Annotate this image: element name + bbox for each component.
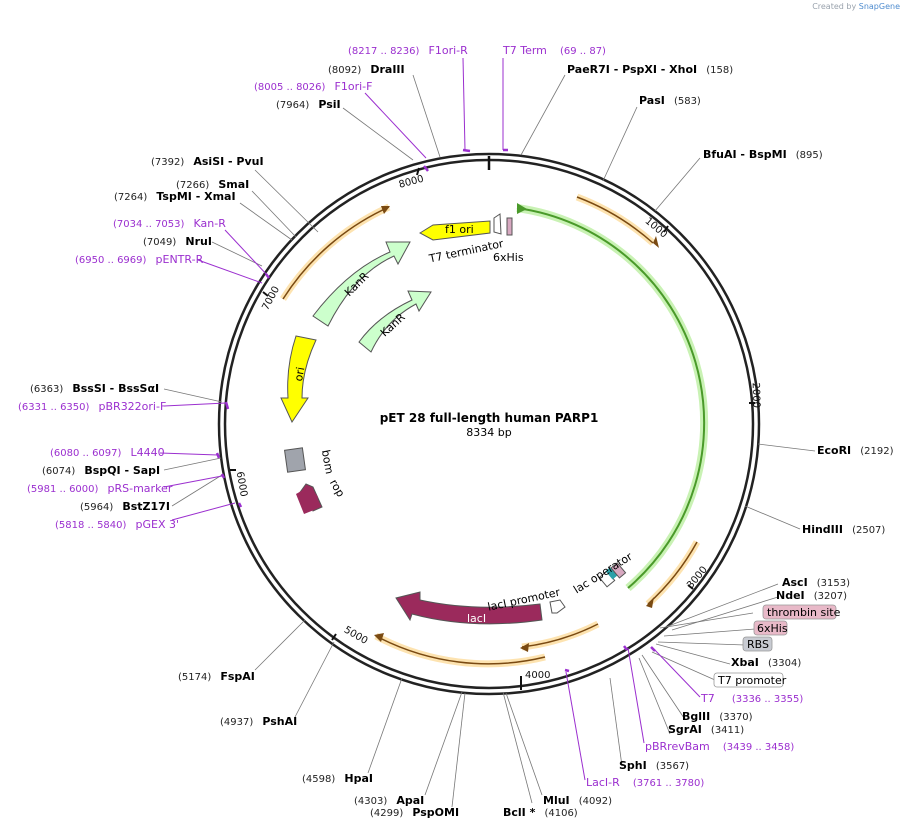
site-label: BfuAI - BspMI (895) [703, 143, 823, 162]
site-label: (7266) SmaI [176, 173, 249, 192]
feature-label: f1 ori [445, 223, 474, 236]
site-label: (4299) PspOMI [370, 801, 459, 820]
plasmid-length: 8334 bp [466, 426, 511, 439]
site-label: (7392) AsiSI - PvuI [151, 150, 264, 169]
boxed-labels: thrombin site 6xHis RBS T7 promoter [713, 604, 841, 688]
primer-label: (6080 .. 6097) L4440 [50, 441, 165, 460]
insert-arrowhead [517, 203, 527, 214]
backbone-outer [217, 152, 761, 696]
site-label: PaeR7I - PspXI - XhoI (158) [567, 58, 733, 77]
site-label: NdeI (3207) [776, 584, 847, 603]
tick-label: 4000 [525, 670, 550, 681]
site-label: AscI (3153) [782, 571, 850, 590]
tick-label: 2000 [750, 382, 762, 408]
primer-label: (6331 .. 6350) pBR322ori-F [18, 395, 166, 414]
site-label: (4937) PshAI [220, 710, 297, 729]
site-label: SphI (3567) [619, 754, 689, 773]
tick-label: 6000 [234, 471, 249, 498]
site-label: (6074) BspQI - SapI [42, 459, 160, 478]
feature-6xhis-top: 6xHis [493, 217, 524, 264]
site-label: BclI * (4106) [503, 801, 578, 820]
site-label: HindIII (2507) [802, 518, 885, 537]
site-label: (5174) FspAI [178, 665, 255, 684]
site-label: BglII (3370) [682, 705, 753, 724]
primer-ticks [215, 148, 656, 673]
feature-ori: ori [280, 335, 317, 424]
site-label: (4598) HpaI [302, 767, 373, 786]
feature-lac-operator: lac operator [571, 550, 635, 597]
feature-label: KanR [342, 270, 372, 300]
primer-label: (8005 .. 8026) F1ori-F [254, 75, 372, 94]
feature-bom: bom [283, 447, 336, 475]
plasmid-name: pET 28 full-length human PARP1 [380, 411, 599, 425]
feature-label: ori [292, 366, 307, 382]
box-6xhis [753, 620, 788, 636]
site-label: SgrAI (3411) [668, 718, 744, 737]
site-label: (7964) PsiI [276, 93, 341, 112]
tick-label: 8000 [398, 174, 425, 191]
site-labels-right: MluI (4092) SphI (3567) SgrAI (3411) Bgl… [543, 58, 894, 808]
primer-label: (6950 .. 6969) pENTR-R [75, 248, 204, 267]
box-label: thrombin site [767, 606, 841, 619]
feature-label: 6xHis [493, 251, 524, 264]
leader-lines [163, 74, 816, 808]
tick-label: 7000 [260, 285, 282, 313]
box-rbs [742, 636, 773, 652]
site-label: (7264) TspMI - XmaI [114, 185, 236, 204]
primer-label: (5818 .. 5840) pGEX 3' [55, 513, 179, 532]
primer-label: T7 Term (69 .. 87) [502, 39, 606, 58]
box-label: 6xHis [757, 622, 788, 635]
primer-labels: (8217 .. 8236) F1ori-R T7 Term (69 .. 87… [18, 39, 803, 790]
primer-label: T7 (3336 .. 3355) [700, 687, 803, 706]
feature-label: lacI [467, 612, 486, 625]
site-label: EcoRI (2192) [817, 439, 894, 458]
feature-laci: lacI [395, 591, 543, 625]
box-t7-promoter [713, 672, 784, 688]
primer-label: (7034 .. 7053) Kan-R [113, 212, 226, 231]
box-label: T7 promoter [717, 674, 787, 687]
site-label: (4303) ApaI [354, 789, 424, 808]
site-label: (7049) NruI [143, 230, 212, 249]
box-label: RBS [747, 638, 769, 651]
primer-label: (8217 .. 8236) F1ori-R [348, 39, 468, 58]
orf-arcs [280, 193, 701, 668]
site-label: (8092) DraIII [328, 58, 405, 77]
primer-leader-lines [159, 57, 701, 781]
box-thrombin-site [762, 604, 837, 620]
feature-label: rop [327, 477, 347, 499]
site-label: MluI (4092) [543, 789, 612, 808]
site-labels-left: (8092) DraIII (7964) PsiI (7392) AsiSI -… [30, 58, 578, 820]
insert-arc [516, 207, 706, 589]
feature-rop: rop [296, 477, 347, 514]
primer-label: pBRrevBam (3439 .. 3458) [645, 735, 794, 754]
site-label: (6363) BssSI - BssSαI [30, 377, 159, 396]
snapgene-logo-text: SnapGene [858, 2, 900, 11]
credit-prefix: Created by [812, 2, 857, 11]
primer-label: (5981 .. 6000) pRS-marker [27, 477, 173, 496]
feature-label: bom [319, 449, 336, 475]
tick-label: 5000 [342, 625, 370, 647]
feature-f1-ori: f1 ori [418, 220, 491, 241]
site-label: PasI (583) [639, 89, 701, 108]
snapgene-credit: Created by SnapGene [812, 2, 900, 11]
primer-label: LacI-R (3761 .. 3780) [586, 771, 704, 790]
site-label: (5964) BstZ17I [80, 495, 170, 514]
site-label: XbaI (3304) [731, 651, 801, 670]
feature-kanr-2: KanR [358, 290, 432, 353]
